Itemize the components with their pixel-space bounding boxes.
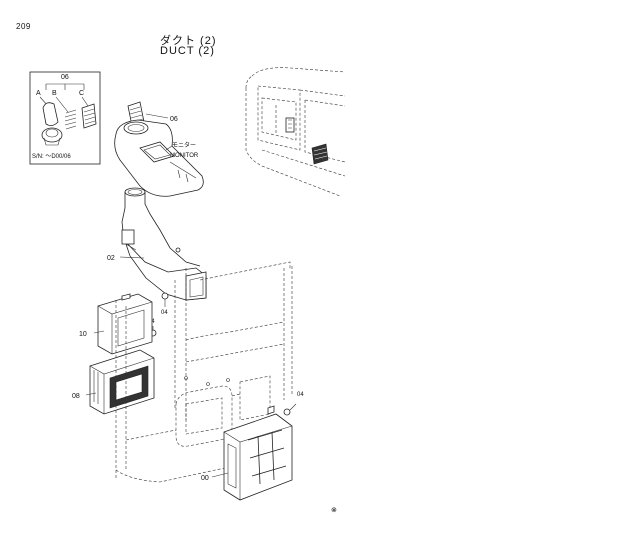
inset-frame <box>29 71 101 165</box>
title-english: DUCT (2) <box>160 45 215 57</box>
cab-latch-icon <box>285 117 295 133</box>
callout-08: 08 <box>72 393 80 400</box>
inset-label-a: A <box>36 90 41 97</box>
leader-10 <box>93 330 105 334</box>
leader-02 <box>119 256 145 259</box>
bracket-10 <box>97 293 153 355</box>
callout-monitor-jp: モニター <box>172 141 196 149</box>
duct-02 <box>121 187 207 301</box>
inset-label-c: C <box>79 90 84 97</box>
louver-a-icon <box>41 102 63 146</box>
leader-b <box>55 96 69 113</box>
footer-mark: ⊗ <box>331 507 337 514</box>
inset-ref-label: 06 <box>61 74 69 81</box>
cab-vent-icon <box>311 143 329 165</box>
duct-opening-top <box>123 121 149 135</box>
cab-rear-wall <box>115 261 293 483</box>
callout-monitor-en: MONITOR <box>170 153 199 159</box>
inset-label-b: B <box>52 90 57 97</box>
callout-06: 06 <box>170 116 178 123</box>
cab-outline <box>245 67 346 197</box>
grille-c-icon <box>81 103 97 129</box>
callout-02: 02 <box>107 255 115 262</box>
rear-cover-00 <box>223 405 293 501</box>
title-japanese: ダクト (2) <box>160 35 217 47</box>
callout-00: 00 <box>201 475 209 482</box>
callout-10: 10 <box>79 331 87 338</box>
monitor-window <box>139 141 175 163</box>
spring-b-icon <box>64 109 77 130</box>
filter-08 <box>89 349 155 415</box>
screw-04-c-icon <box>283 403 297 416</box>
monitor-duct-housing <box>114 119 204 197</box>
leader-08 <box>85 392 97 396</box>
duct-outlet <box>185 271 207 301</box>
leader-06 <box>145 113 169 119</box>
callout-04-a: 04 <box>161 310 168 316</box>
page-number: 209 <box>16 22 31 31</box>
duct-flange <box>121 229 135 245</box>
leader-monitor <box>165 145 173 151</box>
callout-04-c: 04 <box>297 392 304 398</box>
inset-bracket <box>45 83 85 90</box>
serial-note: S/N: ～D00/06 <box>32 154 71 160</box>
leader-c <box>81 96 89 107</box>
leader-00 <box>211 472 229 478</box>
screw-04-a-icon <box>161 292 169 307</box>
inset-detail: 06 A B C S/N: ～D00/06 <box>29 71 101 165</box>
